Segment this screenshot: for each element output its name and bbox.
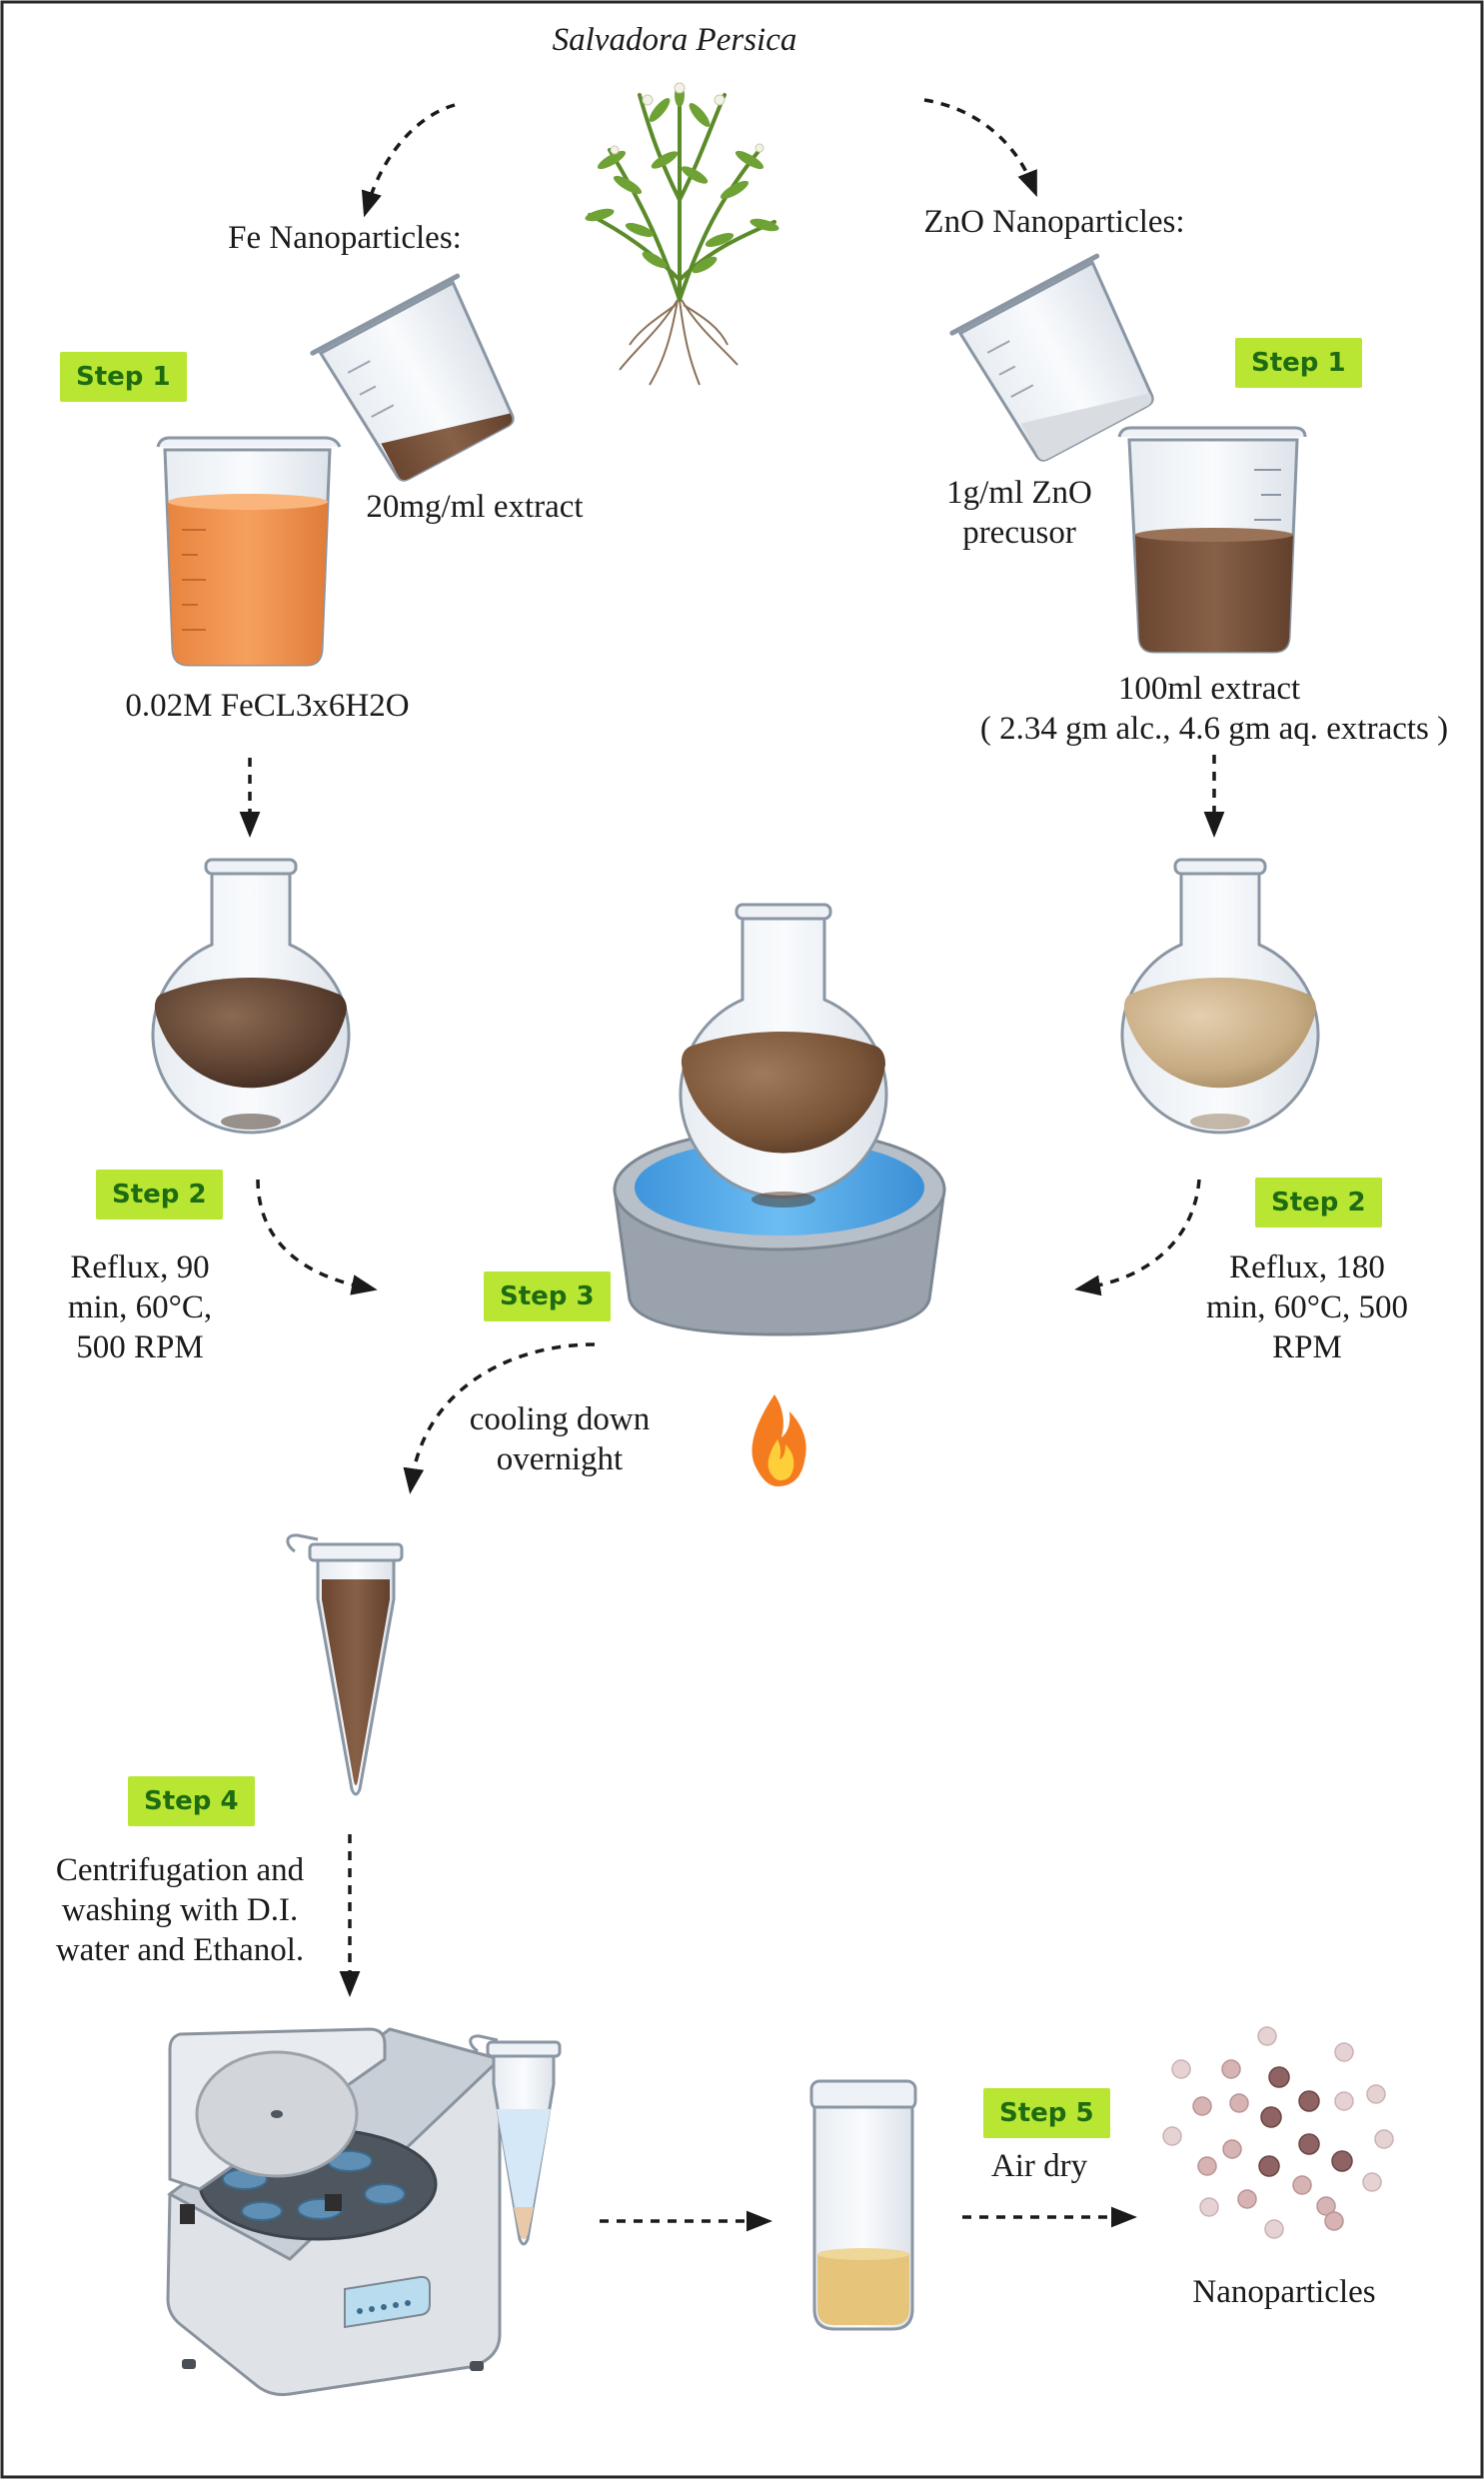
arrow-plant-to-zno: [923, 98, 1037, 198]
fe-salt-label: 0.02M FeCL3x6H2O: [125, 688, 410, 724]
washed-tube-icon: [469, 2034, 562, 2246]
step4-line1: Centrifugation and: [55, 1852, 305, 1888]
flame-icon: [751, 1394, 806, 1486]
arrow-fe-to-bath: [256, 1179, 378, 1295]
zno-reflux-flask-icon: [1120, 858, 1320, 1135]
nanoparticles-label: Nanoparticles: [1192, 2274, 1376, 2310]
fe-reflux-flask-icon: [151, 858, 351, 1135]
arrow-plant-to-fe: [361, 103, 456, 218]
zno-heading: ZnO Nanoparticles:: [923, 204, 1185, 240]
fe-step1-badge: Step 1: [60, 352, 187, 402]
zno-reflux-line2: min, 60°C, 500: [1205, 1289, 1409, 1325]
step3-line1: cooling down: [469, 1401, 651, 1437]
step4-line2: washing with D.I.: [61, 1892, 299, 1928]
zno-precursor-beaker-icon: [949, 253, 1154, 462]
zno-extract-beaker-icon: [1117, 426, 1307, 654]
zno-extract-line1: 100ml extract: [1117, 671, 1301, 707]
centrifuge-icon: [166, 2027, 503, 2396]
step3-badge: Step 3: [484, 1271, 611, 1321]
arrow-zno-to-bath: [1074, 1179, 1201, 1296]
fe-extract-beaker-icon: [310, 273, 515, 482]
arrow-bath-to-tube: [403, 1342, 596, 1494]
sample-tube-icon: [286, 1533, 404, 1796]
zno-reflux-line3: RPM: [1272, 1329, 1342, 1365]
step3-line2: overnight: [496, 1441, 624, 1477]
fe-heading: Fe Nanoparticles:: [228, 220, 462, 256]
fe-reflux-line1: Reflux, 90: [70, 1249, 210, 1285]
plant-name: Salvadora Persica: [552, 22, 797, 58]
zno-extract-line2: ( 2.34 gm alc., 4.6 gm aq. extracts ): [979, 711, 1449, 747]
zno-precursor-line1: 1g/ml ZnO: [946, 475, 1092, 511]
fe-salt-beaker-icon: [156, 436, 342, 667]
step4-badge: Step 4: [128, 1776, 255, 1826]
fe-step2-badge: Step 2: [96, 1170, 223, 1220]
zno-precursor-line2: precusor: [962, 515, 1076, 551]
fe-reflux-line2: min, 60°C,: [67, 1289, 213, 1325]
zno-step2-badge: Step 2: [1255, 1178, 1382, 1228]
step5-badge: Step 5: [983, 2088, 1110, 2138]
heated-flask-icon: [679, 903, 888, 1208]
plant-icon: [585, 82, 779, 386]
fe-extract-label: 20mg/ml extract: [366, 489, 584, 525]
nanoparticles-icon: [1162, 2026, 1394, 2239]
zno-reflux-line1: Reflux, 180: [1229, 1249, 1385, 1285]
step5-text: Air dry: [990, 2148, 1088, 2184]
step4-line3: water and Ethanol.: [55, 1932, 305, 1968]
zno-step1-badge: Step 1: [1235, 338, 1362, 388]
fe-reflux-line3: 500 RPM: [76, 1329, 204, 1365]
drying-jar-icon: [809, 2079, 917, 2331]
